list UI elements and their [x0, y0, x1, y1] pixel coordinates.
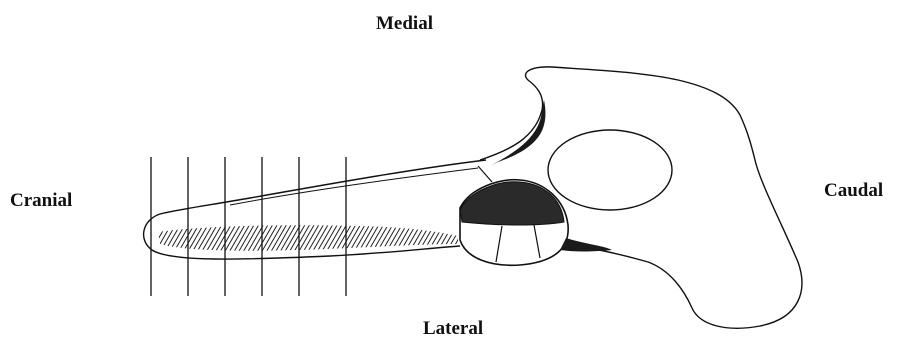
cranial-shaft-inner-line: [230, 168, 478, 205]
lateral-process-shading: [560, 238, 612, 252]
articular-surface-dark: [460, 182, 564, 225]
medial-neck-shading: [490, 100, 545, 166]
oval-foramen: [548, 130, 672, 210]
cranial-shaft-hatching: [158, 225, 458, 251]
